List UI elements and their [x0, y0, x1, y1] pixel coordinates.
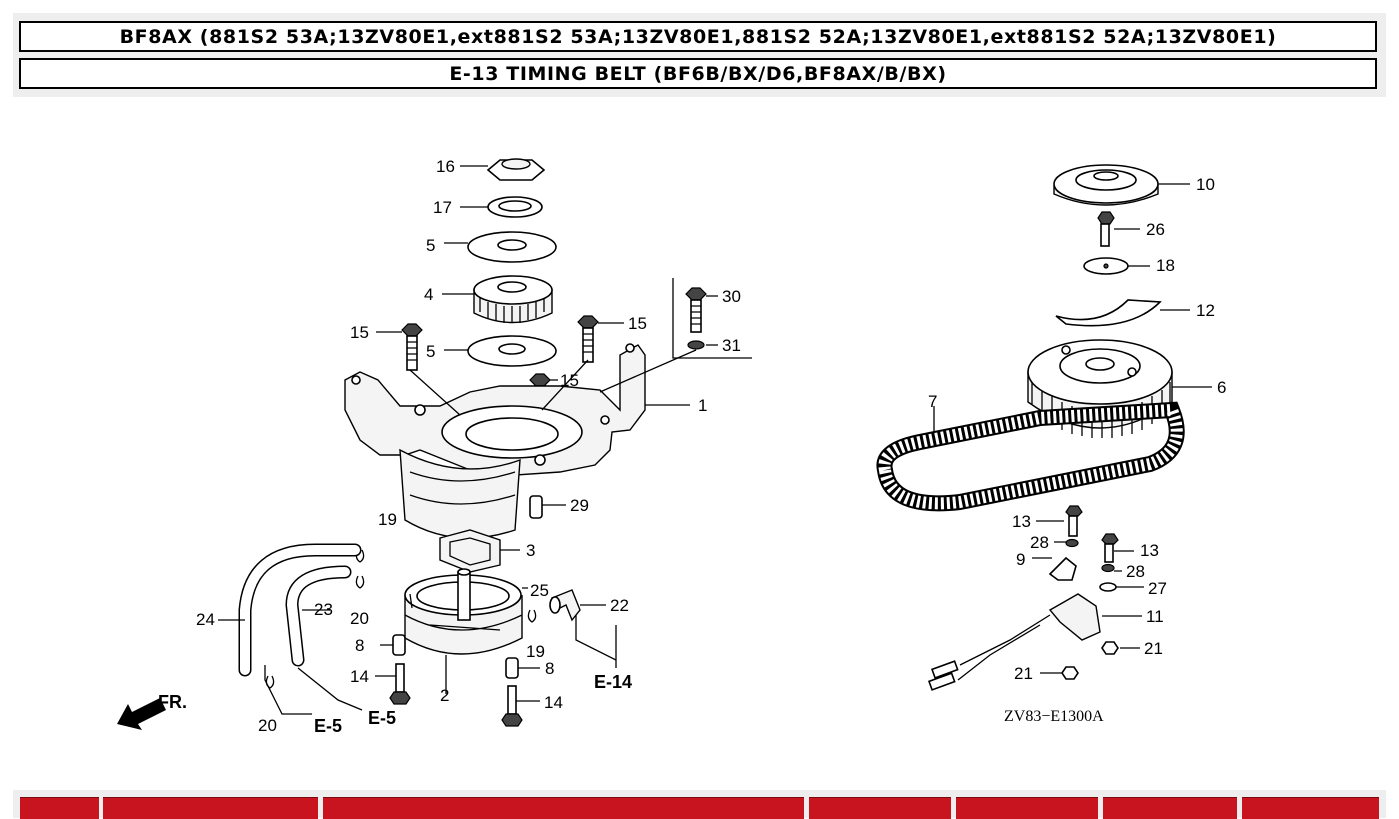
part-13-bolt-b — [1101, 533, 1119, 563]
callout-7: 7 — [928, 392, 937, 411]
part-5-plate-upper — [467, 231, 557, 263]
part-24-hose — [238, 543, 362, 677]
part-13-bolt-a — [1065, 505, 1083, 537]
part-27-washer — [1099, 582, 1117, 592]
part-21-nut-a — [1101, 641, 1119, 655]
callout-15: 15 — [628, 314, 647, 333]
ref-e14: E-14 — [594, 672, 632, 692]
callout-14: 14 — [544, 693, 563, 712]
part-21-nut-b — [1061, 666, 1079, 680]
ref-e5: E-5 — [314, 716, 342, 736]
callout-21: 21 — [1144, 639, 1163, 658]
part-31-washer — [687, 340, 705, 350]
parts-diagram: FR. — [117, 157, 1226, 736]
part-28-washer-b — [1101, 563, 1115, 573]
callout-20: 20 — [350, 609, 369, 628]
callout-27: 27 — [1148, 579, 1167, 598]
table-header-cell — [809, 797, 951, 819]
part-19-clip-b — [527, 609, 537, 623]
part-3-gasket — [439, 529, 501, 573]
front-label: FR. — [158, 692, 187, 712]
callout-28: 28 — [1126, 562, 1145, 581]
parts-table-header — [13, 790, 1386, 819]
callout-17: 17 — [433, 198, 452, 217]
part-16-nut — [486, 158, 546, 181]
callout-26: 26 — [1146, 220, 1165, 239]
ref-e5: E-5 — [368, 708, 396, 728]
callout-9: 9 — [1016, 550, 1025, 569]
callout-15: 15 — [560, 371, 579, 390]
part-5-plate-lower — [467, 335, 557, 367]
callout-10: 10 — [1196, 175, 1215, 194]
part-17-washer — [487, 196, 543, 218]
callout-20: 20 — [258, 716, 277, 735]
callout-1: 1 — [698, 396, 707, 415]
callout-13: 13 — [1012, 512, 1031, 531]
part-7-timing-belt — [876, 401, 1185, 512]
section-title: E-13 TIMING BELT (BF6B/BX/D6,BF8AX/B/BX) — [19, 58, 1377, 89]
part-15-bolt-left — [401, 323, 423, 371]
callout-28: 28 — [1030, 533, 1049, 552]
part-20-clip-b — [265, 675, 275, 689]
table-header-cell — [323, 797, 804, 819]
part-28-washer-a — [1065, 538, 1079, 548]
part-29-sleeve — [529, 495, 543, 519]
table-header-cell — [20, 797, 99, 819]
callout-13: 13 — [1140, 541, 1159, 560]
callout-3: 3 — [526, 541, 535, 560]
model-title: BF8AX (881S2 53A;13ZV80E1,ext881S2 53A;1… — [19, 21, 1377, 52]
part-15-bolt-right — [577, 315, 599, 363]
callout-23: 23 — [314, 600, 333, 619]
callout-18: 18 — [1156, 256, 1175, 275]
callout-12: 12 — [1196, 301, 1215, 320]
part-9-bracket — [1048, 556, 1077, 581]
part-10-cover — [1053, 164, 1159, 206]
part-12-plate — [1055, 299, 1162, 327]
table-header-cell — [1242, 797, 1379, 819]
front-direction-marker: FR. — [117, 692, 187, 730]
part-4-gear — [473, 275, 553, 324]
part-23-hose — [285, 565, 352, 667]
part-18-washer — [1083, 257, 1129, 275]
part-22-elbow — [549, 589, 581, 622]
callout-16: 16 — [436, 157, 455, 176]
part-26-bolt — [1097, 211, 1115, 247]
callout-8: 8 — [355, 636, 364, 655]
header: BF8AX (881S2 53A;13ZV80E1,ext881S2 53A;1… — [13, 13, 1386, 97]
callout-15: 15 — [350, 323, 369, 342]
drawing-code: ZV83−E1300A — [1004, 708, 1104, 725]
callout-25: 25 — [530, 581, 549, 600]
callout-14: 14 — [350, 667, 369, 686]
table-header-cell — [1103, 797, 1237, 819]
callout-24: 24 — [196, 610, 215, 629]
part-30-bolt — [685, 287, 707, 333]
callout-11: 11 — [1146, 607, 1164, 626]
part-2-base — [404, 568, 523, 655]
callout-5: 5 — [426, 342, 435, 361]
callout-19: 19 — [526, 642, 545, 661]
table-header-cell — [956, 797, 1098, 819]
part-14-bolt-right — [501, 685, 523, 727]
part-1-housing — [344, 343, 646, 539]
part-8-sleeve-right — [505, 657, 519, 679]
callout-4: 4 — [424, 285, 433, 304]
callout-8: 8 — [545, 659, 554, 678]
callout-19: 19 — [378, 510, 397, 529]
callout-31: 31 — [722, 336, 741, 355]
callout-29: 29 — [570, 496, 589, 515]
callout-2: 2 — [440, 686, 449, 705]
callout-6: 6 — [1217, 378, 1226, 397]
callout-21: 21 — [1014, 664, 1033, 683]
callout-5: 5 — [426, 236, 435, 255]
part-20-clip-a — [355, 575, 365, 589]
part-8-sleeve-left — [392, 634, 406, 656]
part-11-sensor — [927, 593, 1101, 691]
part-14-bolt-left — [389, 663, 411, 705]
table-header-cell — [103, 797, 318, 819]
callout-22: 22 — [610, 596, 629, 615]
callout-30: 30 — [722, 287, 741, 306]
